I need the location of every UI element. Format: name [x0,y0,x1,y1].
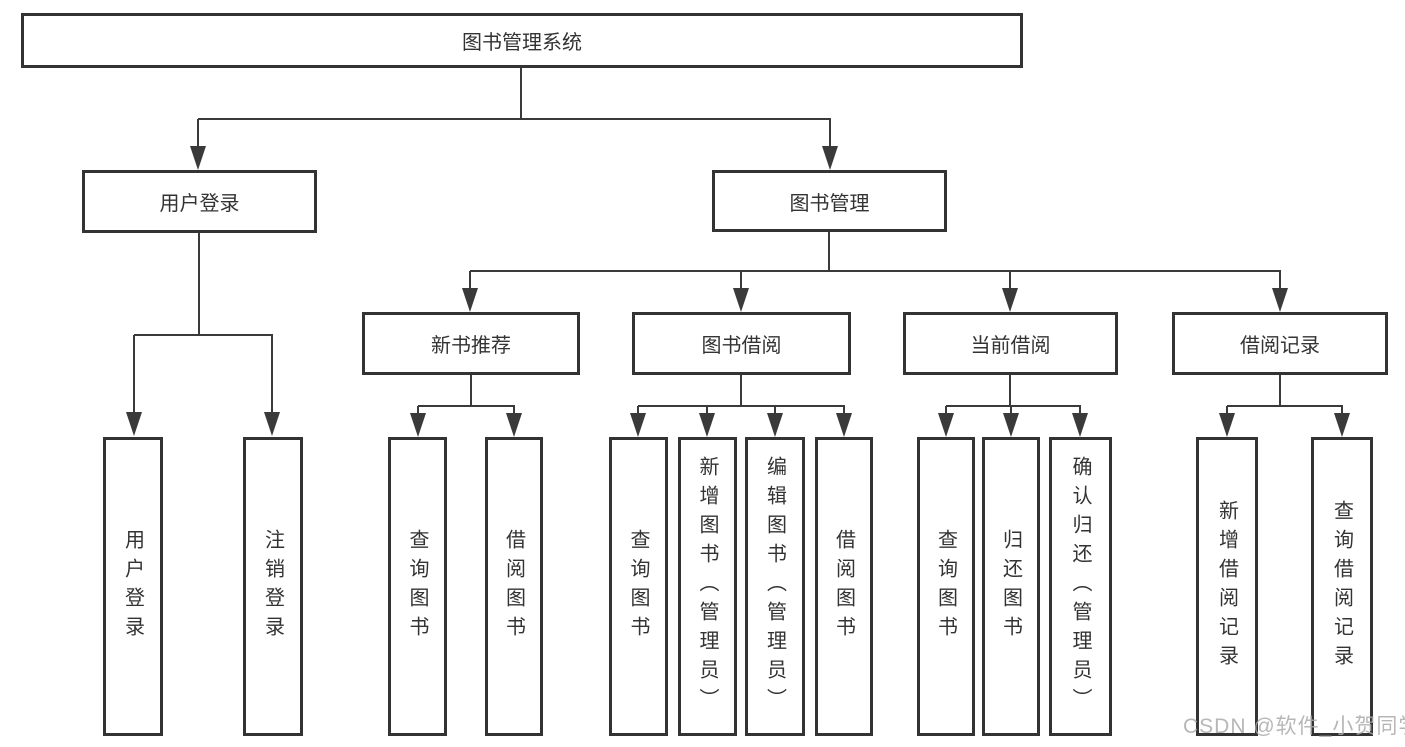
node-new-book-recommendation: 新书推荐 [362,312,580,375]
connector-line [470,270,1281,272]
leaf-logout: 注销登录 [243,437,303,736]
arrow-down-icon [822,146,838,170]
connector-line [1009,375,1011,406]
node-library-management-system: 图书管理系统 [21,13,1023,68]
connector-line [133,335,135,418]
leaf-return-books: 归还图书 [982,437,1040,736]
node-user-login: 用户登录 [82,170,317,233]
arrow-down-icon [733,288,749,312]
arrow-down-icon [1003,413,1019,437]
arrow-down-icon [1072,413,1088,437]
node-borrowing-records: 借阅记录 [1172,312,1388,375]
connector-line [946,405,1081,407]
node-label: 借阅记录 [1240,335,1320,357]
leaf-query-borrow-record: 查询借阅记录 [1311,437,1373,736]
node-label: 用户登录 [159,193,240,215]
connector-line [1010,406,1012,419]
connector-line [1079,406,1081,419]
arrow-down-icon [264,412,280,436]
connector-line [198,118,831,120]
arrow-down-icon [630,413,646,437]
node-label: 新增借阅记录 [1215,499,1238,674]
connector-line [829,119,831,152]
node-label: 查询图书 [627,528,649,645]
leaf-user-login: 用户登录 [103,437,163,736]
node-label: 确认归还（管理员） [1069,456,1091,717]
connector-line [1341,406,1343,419]
arrow-down-icon [1219,413,1235,437]
node-label: 图书管理系统 [462,32,582,54]
leaf-add-borrow-record: 新增借阅记录 [1196,437,1258,736]
connector-line [134,334,273,336]
connector-line [418,405,515,407]
node-label: 用户登录 [121,528,144,645]
connector-line [706,406,708,419]
connector-line [198,233,200,335]
connector-line [1226,406,1228,419]
connector-line [520,68,522,119]
node-label: 图书管理 [789,192,870,215]
leaf-current-query-books: 查询图书 [917,437,975,736]
node-label: 新增图书（管理员） [696,456,718,717]
connector-line [843,406,845,419]
watermark: CSDN @软件_小贺同学 [1183,715,1405,738]
arrow-down-icon [767,413,783,437]
node-label: 查询图书 [934,528,957,645]
node-label: 图书借阅 [701,335,782,357]
arrow-down-icon [938,413,954,437]
connector-line [637,406,639,419]
connector-line [945,406,947,419]
connector-line [470,375,472,406]
node-label: 借阅图书 [502,528,525,645]
arrow-down-icon [1002,288,1018,312]
node-label: 归还图书 [999,528,1022,645]
arrow-down-icon [1272,288,1288,312]
leaf-add-books-admin: 新增图书（管理员） [678,437,737,736]
node-label: 查询图书 [406,528,428,645]
node-current-borrowing: 当前借阅 [903,312,1118,375]
arrow-down-icon [699,413,715,437]
connector-line [1009,271,1011,294]
connector-line [740,375,742,406]
connector-line [740,271,742,294]
node-book-borrowing: 图书借阅 [632,312,851,375]
connector-line [638,405,845,407]
connector-line [469,271,471,294]
connector-line [197,119,199,152]
node-label: 编辑图书（管理员） [763,456,786,717]
leaf-recommend-borrow-books: 借阅图书 [485,437,543,736]
connector-line [513,406,515,419]
leaf-borrowing-query-books: 查询图书 [609,437,668,736]
node-label: 注销登录 [261,528,284,645]
arrow-down-icon [126,412,142,436]
arrow-down-icon [506,413,522,437]
arrow-down-icon [190,146,206,170]
connector-line [828,232,830,271]
leaf-edit-books-admin: 编辑图书（管理员） [745,437,805,736]
arrow-down-icon [836,413,852,437]
node-label: 新书推荐 [431,335,511,357]
node-label: 当前借阅 [970,335,1051,357]
leaf-recommend-query-books: 查询图书 [388,437,447,736]
connector-line [774,406,776,419]
node-label: 查询借阅记录 [1330,499,1353,674]
node-label: 借阅图书 [832,528,855,645]
node-book-management: 图书管理 [712,170,947,232]
arrow-down-icon [1334,413,1350,437]
connector-line [1279,375,1281,406]
connector-line [1279,271,1281,294]
connector-line [1227,405,1343,407]
arrow-down-icon [462,288,478,312]
leaf-borrowing-borrow-books: 借阅图书 [815,437,873,736]
connector-line [417,406,419,419]
connector-line [271,335,273,418]
leaf-confirm-return-admin: 确认归还（管理员） [1049,437,1112,736]
arrow-down-icon [410,413,426,437]
